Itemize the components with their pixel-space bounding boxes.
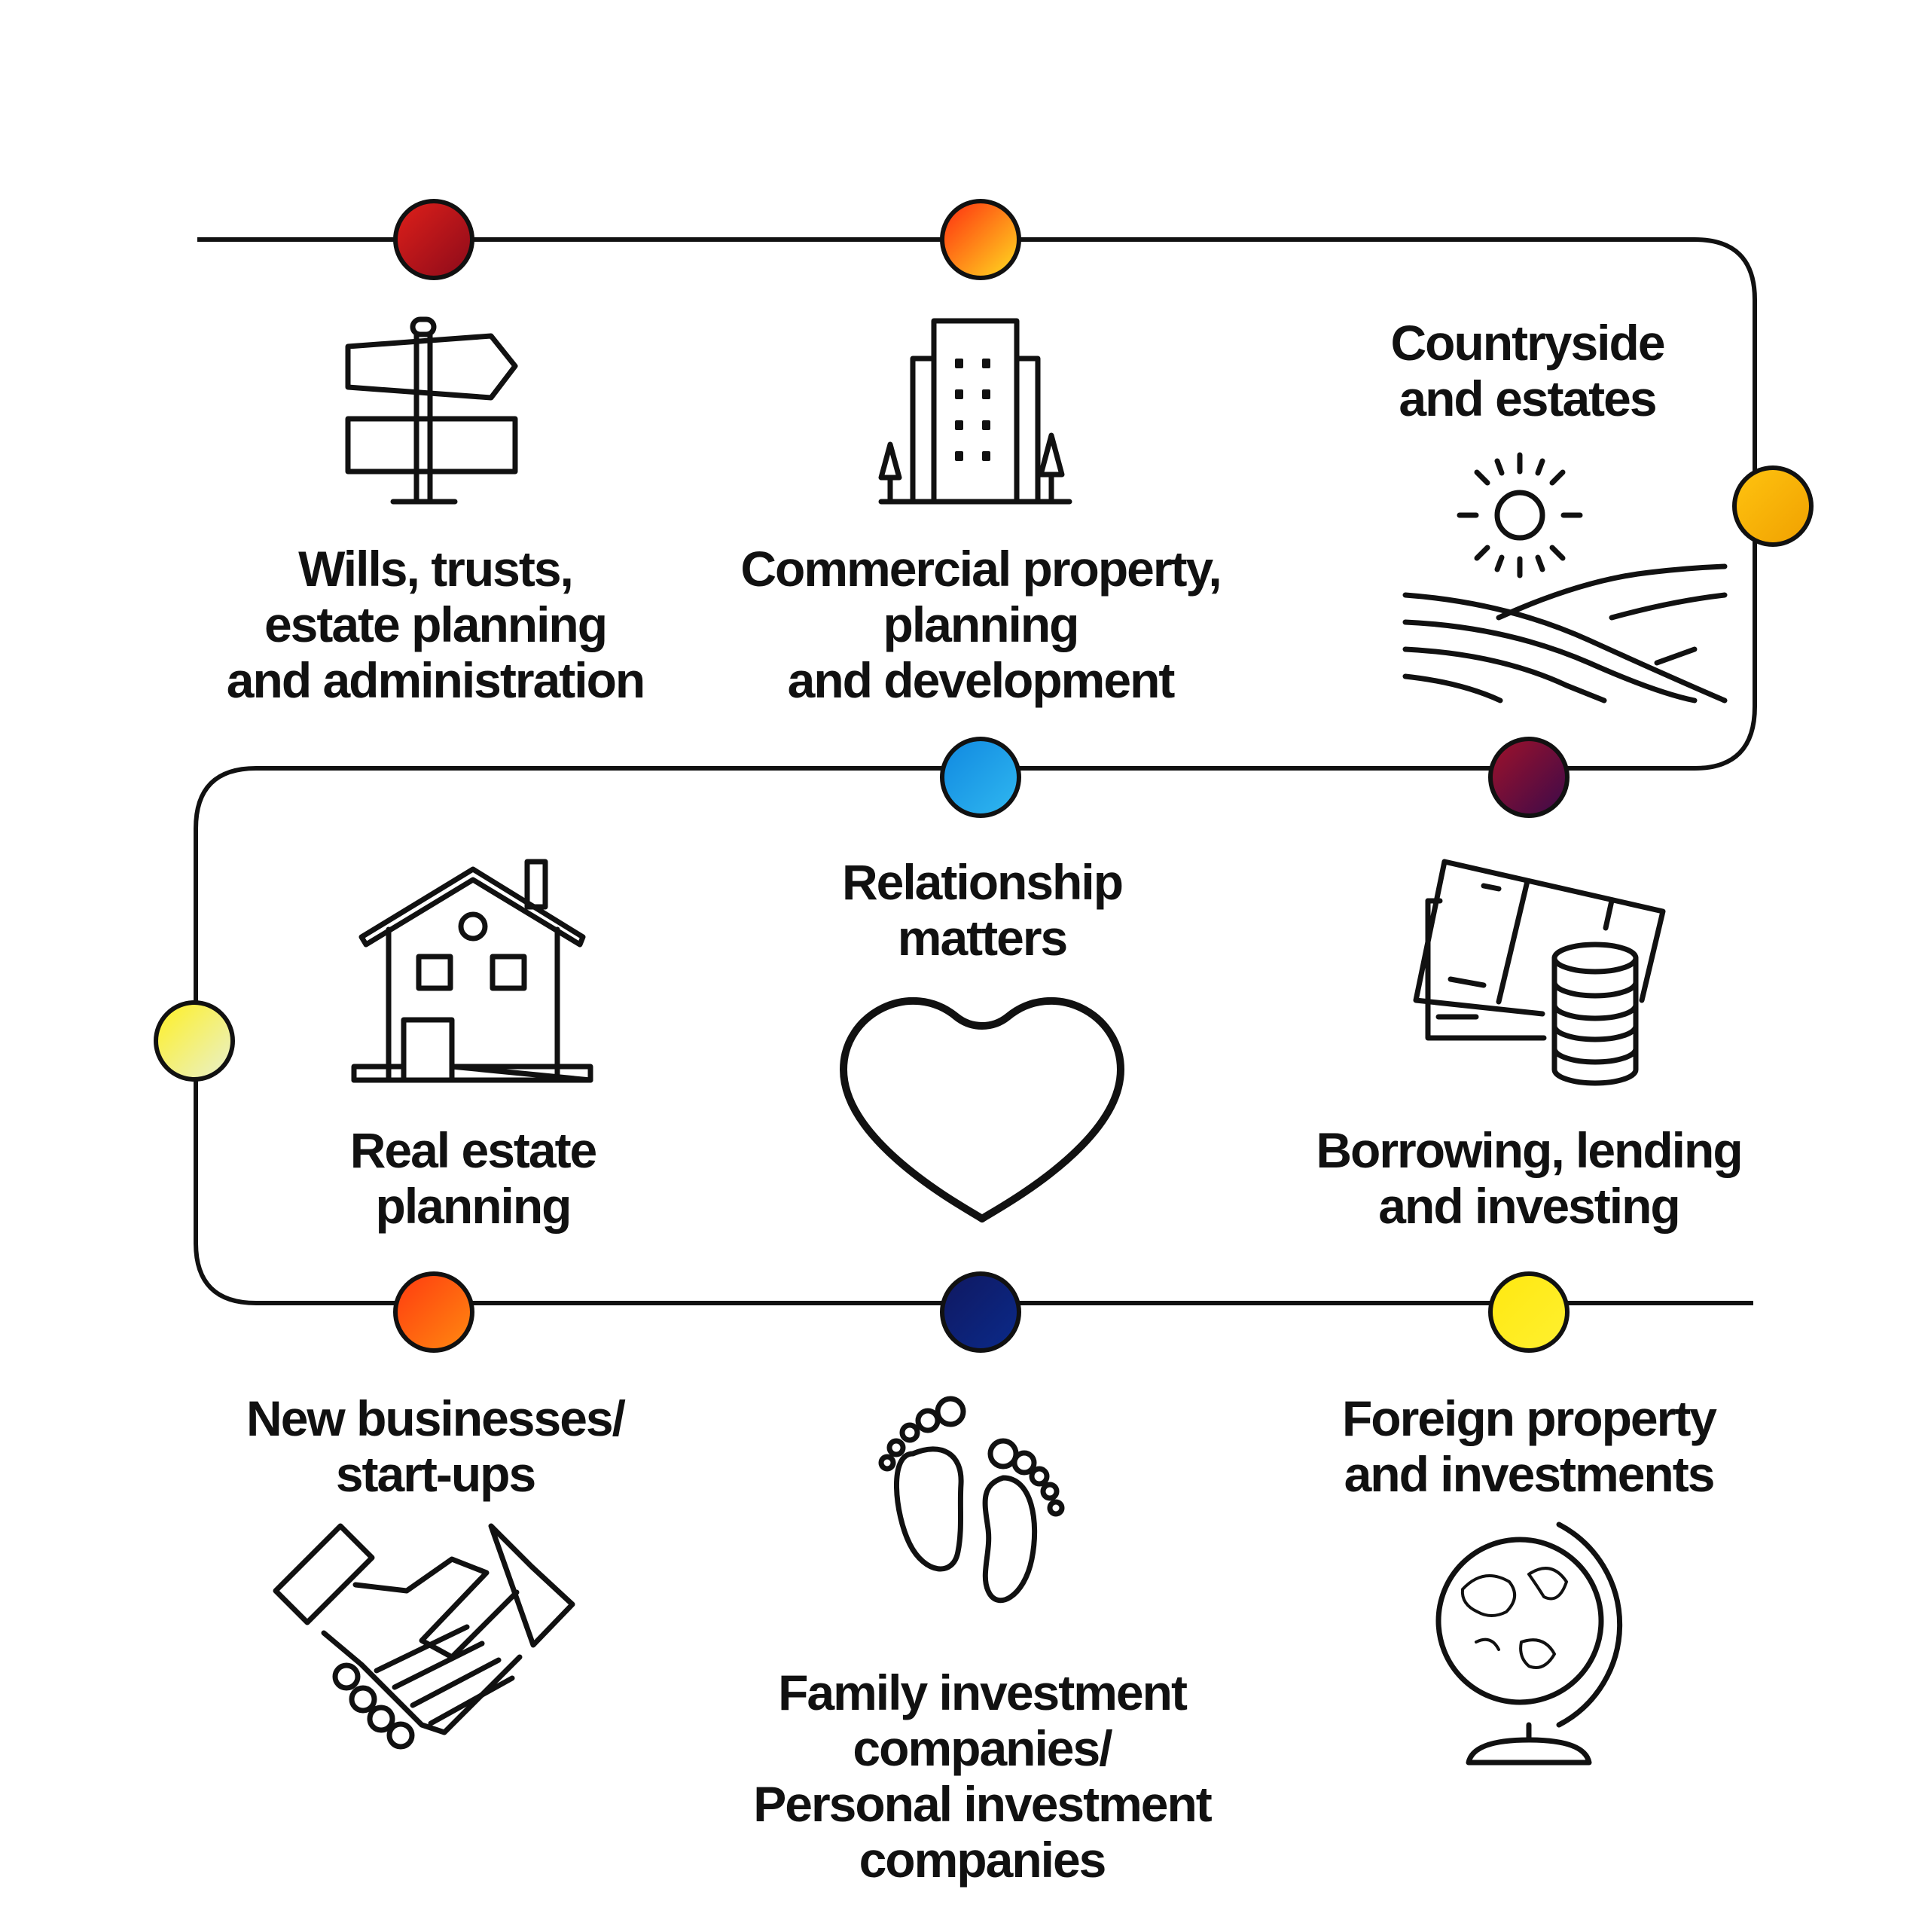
money-coins-icon (1413, 859, 1666, 1086)
node-orange-red (393, 1271, 474, 1353)
node-amber (1732, 465, 1814, 547)
signpost-icon (345, 316, 518, 505)
label-wills: Wills, trusts, estate planning and admin… (226, 541, 645, 708)
house-icon (351, 859, 593, 1083)
label-countryside: Countryside and estates (1390, 315, 1665, 426)
label-family-investment: Family investment companies/ Personal in… (753, 1665, 1213, 1888)
label-foreign: Foreign property and investments (1341, 1390, 1717, 1502)
node-orange-yellow (940, 199, 1021, 280)
label-relationship: Relationship matters (841, 854, 1124, 966)
label-borrowing: Borrowing, lending and investing (1316, 1122, 1743, 1234)
node-yellow (1488, 1271, 1570, 1353)
sun-fields-icon (1402, 452, 1728, 704)
footprints-icon (878, 1396, 1065, 1604)
node-yellow-pale (154, 1000, 235, 1082)
handshake-icon (273, 1523, 575, 1750)
globe-icon (1435, 1521, 1623, 1766)
node-plum (1488, 737, 1570, 818)
office-building-icon (878, 318, 1072, 505)
heart-icon (840, 997, 1124, 1222)
node-navy (940, 1271, 1021, 1353)
label-new-business: New businesses/ start-ups (246, 1390, 626, 1502)
label-real-estate: Real estate planning (349, 1122, 598, 1234)
node-red (393, 199, 474, 280)
label-commercial: Commercial property, planning and develo… (740, 541, 1222, 708)
node-blue (940, 737, 1021, 818)
timeline-nodes (154, 199, 1814, 1353)
